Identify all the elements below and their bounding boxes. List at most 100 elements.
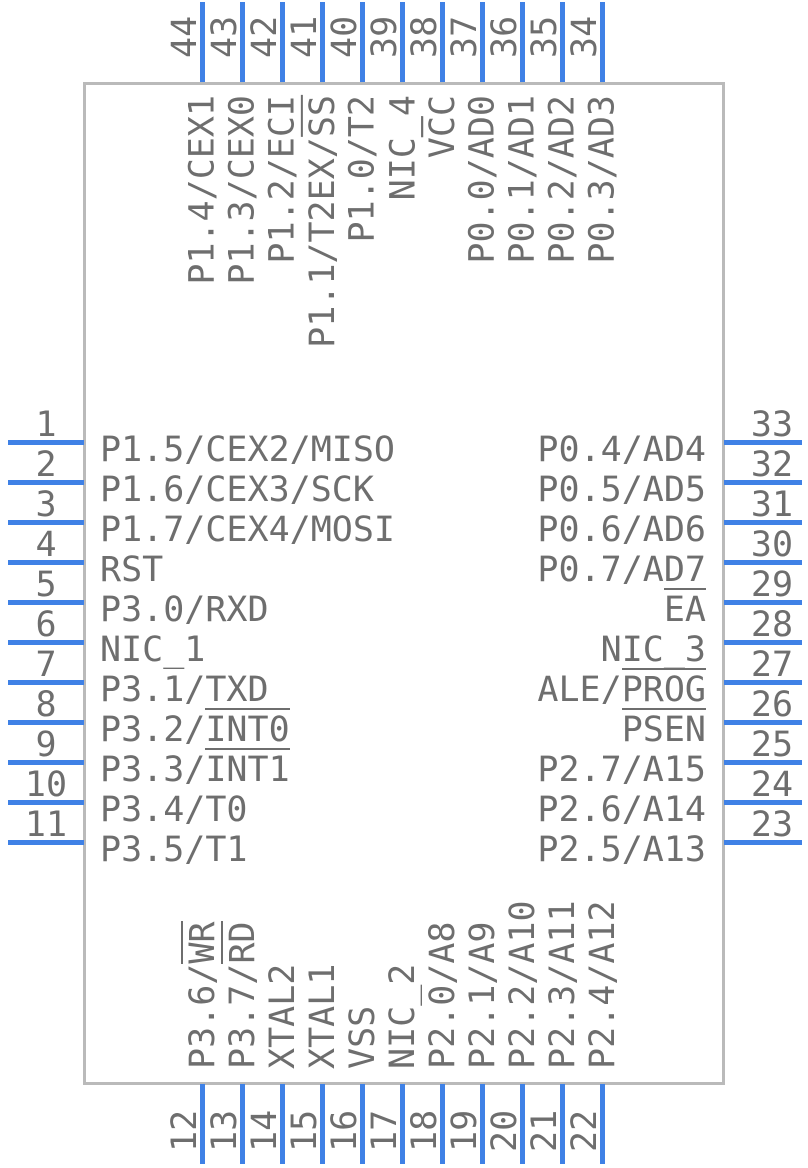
pin-name-text: ALE/: [537, 670, 622, 710]
pin-label: NIC_4: [383, 95, 423, 201]
pin-name-text: NIC_4: [383, 95, 423, 201]
pin-number: 36: [485, 15, 525, 58]
pin-name-text: P3.2/: [100, 710, 206, 750]
pin-label: RST: [100, 553, 163, 588]
pin-stub: [320, 2, 325, 82]
pin-name-text: P1.1/T2EX/: [303, 137, 343, 348]
pin-number: 43: [205, 15, 245, 58]
pin-name-text: NIC_2: [383, 963, 423, 1069]
pin-stub: [240, 2, 245, 82]
pin-label: P0.5/AD5: [537, 473, 706, 508]
pin-name-overlined: INT1: [205, 748, 290, 790]
pin-stub: [8, 600, 84, 605]
pin-name-text: P3.6/: [183, 963, 223, 1069]
pin-stub: [520, 2, 525, 82]
pin-number: 10: [24, 765, 68, 805]
pin-number: 25: [750, 725, 794, 765]
pin-stub: [8, 440, 84, 445]
pin-label: P1.3/CEX0: [223, 95, 263, 285]
pin-label: P1.1/T2EX/SS: [301, 95, 343, 348]
pin-number: 44: [165, 15, 205, 58]
pin-name-text: P1.6/CEX3/SCK: [100, 470, 374, 510]
pin-label: P1.4/CEX1: [183, 95, 223, 285]
pin-name-text: P2.4/A12: [583, 900, 623, 1069]
pin-number: 19: [445, 1109, 485, 1152]
pin-label: P2.0/A8: [423, 921, 463, 1069]
pin-name-text: VSS: [343, 1005, 383, 1069]
pin-stub: [724, 800, 802, 805]
pin-name-text: P0.0/AD0: [463, 95, 503, 264]
pin-stub: [400, 1084, 405, 1164]
pin-stub: [8, 680, 84, 685]
pin-stub: [440, 1084, 445, 1164]
pin-number: 24: [750, 765, 794, 805]
pin-name-text: P1.2/ECI: [263, 95, 303, 264]
pin-number: 20: [485, 1109, 525, 1152]
pin-label: P1.2/ECI: [263, 95, 303, 264]
pin-stub: [724, 520, 802, 525]
pin-stub: [8, 640, 84, 645]
pin-name-text: P3.3/: [100, 750, 206, 790]
pin-number: 4: [35, 525, 57, 565]
pin-stub: [480, 1084, 485, 1164]
chip-body: [83, 82, 725, 1085]
pin-label: P0.0/AD0: [463, 95, 503, 264]
pin-stub: [724, 440, 802, 445]
pin-label: P3.7/RD: [221, 921, 263, 1069]
pin-stub: [280, 2, 285, 82]
pin-stub: [724, 640, 802, 645]
pin-name-text: P1.0/T2: [343, 95, 383, 243]
pin-number: 22: [565, 1109, 605, 1152]
pin-label: P1.5/CEX2/MISO: [100, 433, 395, 468]
pin-stub: [440, 2, 445, 82]
pin-label: P2.4/A12: [583, 900, 623, 1069]
pin-label: P3.0/RXD: [100, 593, 269, 628]
pin-name-text: RST: [100, 550, 164, 590]
pin-number: 26: [750, 685, 794, 725]
pin-stub: [480, 2, 485, 82]
pin-number: 13: [205, 1109, 245, 1152]
pin-label: P2.1/A9: [463, 921, 503, 1069]
pin-stub: [724, 840, 802, 845]
pin-label: VCC: [421, 95, 463, 159]
pin-number: 3: [35, 485, 57, 525]
pin-name-text: P0.1/AD1: [503, 95, 543, 264]
pin-number: 1: [35, 405, 57, 445]
pin-number: 23: [750, 805, 794, 845]
pin-label: P0.1/AD1: [503, 95, 543, 264]
pin-stub: [724, 480, 802, 485]
pin-label: NIC_2: [383, 963, 423, 1069]
pin-label: P3.4/T0: [100, 793, 248, 828]
pin-label: P2.7/A15: [537, 753, 706, 788]
pin-name-text: P3.0/RXD: [100, 590, 269, 630]
pin-stub: [280, 1084, 285, 1164]
pin-stub: [724, 720, 802, 725]
pin-name-overlined: WR: [181, 921, 223, 964]
pin-stub: [8, 480, 84, 485]
pin-stub: [200, 2, 205, 82]
pin-label: PSEN: [621, 708, 706, 750]
pin-number: 41: [285, 15, 325, 58]
pin-name-text: P2.0/A8: [423, 921, 463, 1069]
pin-stub: [320, 1084, 325, 1164]
pin-label: P1.7/CEX4/MOSI: [100, 513, 395, 548]
pin-name-overlined: PSEN: [621, 708, 706, 750]
pin-name-text: P3.5/T1: [100, 830, 248, 870]
pin-number: 9: [35, 725, 57, 765]
pin-number: 14: [245, 1109, 285, 1152]
pin-number: 11: [24, 805, 68, 845]
pin-name-text: NIC_3: [600, 630, 706, 670]
pin-stub: [8, 720, 84, 725]
pin-stub: [560, 2, 565, 82]
pin-number: 38: [405, 15, 445, 58]
pin-stub: [200, 1084, 205, 1164]
pin-number: 39: [365, 15, 405, 58]
pin-label: ALE/PROG: [537, 668, 706, 710]
pin-stub: [520, 1084, 525, 1164]
pin-label: XTAL2: [263, 964, 303, 1069]
pin-label: P3.5/T1: [100, 833, 248, 868]
pin-name-text: V: [423, 137, 463, 159]
pin-label: P0.2/AD2: [543, 95, 583, 264]
pin-label: P0.3/AD3: [583, 95, 623, 264]
